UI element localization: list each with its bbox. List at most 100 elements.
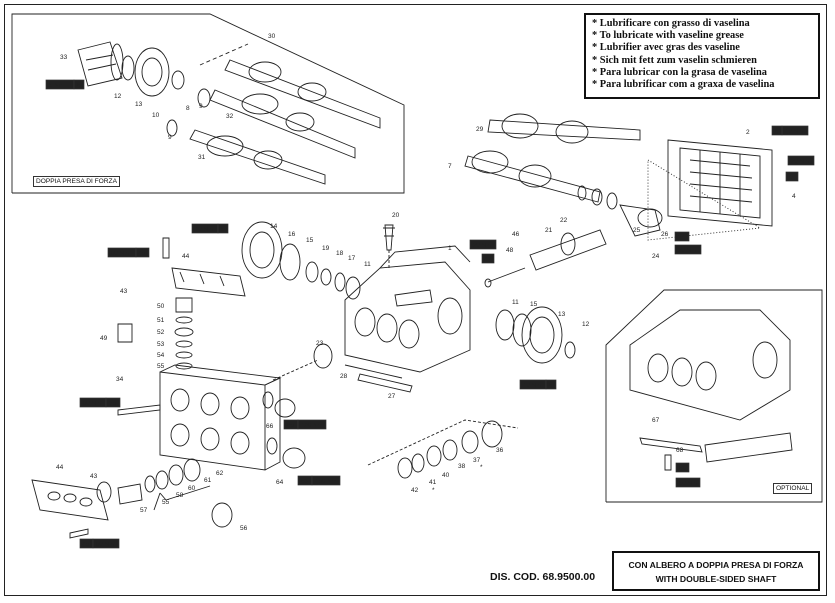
- svg-text:24: 24: [678, 234, 685, 241]
- svg-text:58: 58: [176, 492, 184, 499]
- svg-text:47: 47: [484, 256, 491, 263]
- svg-text:6: 6: [549, 382, 553, 389]
- crankshaft-7: [464, 150, 601, 203]
- svg-text:43: 43: [120, 288, 128, 295]
- manifold-plate-44-bottom: [31, 479, 109, 521]
- svg-text:40: 40: [442, 472, 450, 479]
- svg-text:44: 44: [182, 253, 190, 260]
- svg-text:8: 8: [186, 105, 190, 112]
- svg-text:120 Nm: 120 Nm: [301, 422, 323, 429]
- note-es: * Para lubricar con la grasa de vaselina: [592, 66, 767, 78]
- svg-text:61: 61: [204, 477, 212, 484]
- svg-text:21: 21: [545, 227, 553, 234]
- svg-text:11: 11: [364, 261, 371, 268]
- note-it: * Lubrificare con grasso di vaselina: [592, 18, 750, 29]
- svg-text:24: 24: [652, 253, 660, 260]
- inset-optional-border: [605, 289, 823, 503]
- svg-text:65: 65: [287, 422, 294, 429]
- svg-text:20 Nm: 20 Nm: [678, 247, 696, 254]
- svg-text:64: 64: [276, 479, 284, 486]
- svg-text:80 Nm: 80 Nm: [111, 250, 129, 257]
- svg-text:53: 53: [157, 341, 165, 348]
- manifold-plate-44-top: [171, 267, 246, 297]
- bearing-cover-14: [241, 221, 283, 279]
- svg-text:51: 51: [157, 317, 165, 324]
- cover-33: [77, 41, 124, 87]
- svg-text:44: 44: [56, 464, 64, 471]
- caption-line-1: CON ALBERO A DOPPIA PRESA DI FORZA: [628, 560, 804, 570]
- bolt-35: [117, 404, 161, 416]
- svg-text:22: 22: [560, 217, 568, 224]
- valve-assembly-57: [117, 483, 143, 505]
- svg-text:33: 33: [60, 54, 68, 61]
- svg-text:26: 26: [661, 231, 669, 238]
- svg-text:49: 49: [100, 335, 108, 342]
- svg-text:68: 68: [679, 465, 686, 472]
- svg-text:19: 19: [322, 245, 330, 252]
- svg-text:11: 11: [512, 299, 519, 306]
- svg-text:25: 25: [633, 227, 641, 234]
- svg-text:3: 3: [790, 174, 794, 181]
- svg-text:12: 12: [114, 93, 122, 100]
- drawing-code: DIS. COD. 68.9500.00: [490, 571, 596, 583]
- plug-63: [282, 447, 306, 469]
- svg-text:13: 13: [558, 311, 566, 318]
- shaft-32: [209, 89, 356, 159]
- valve-stack-50-55: [174, 297, 194, 370]
- svg-text:41: 41: [429, 479, 437, 486]
- svg-text:150 Nm: 150 Nm: [315, 478, 337, 485]
- lubrication-notes: * Lubrificare con grasso di vaselina * T…: [584, 13, 820, 99]
- svg-text:6: 6: [775, 128, 779, 135]
- svg-text:55: 55: [157, 363, 165, 370]
- rear-cover-2: [667, 139, 773, 227]
- svg-text:30: 30: [268, 33, 276, 40]
- svg-text:15: 15: [530, 301, 538, 308]
- svg-text:9: 9: [168, 134, 172, 141]
- optional-bracket: [704, 432, 793, 463]
- svg-text:17: 17: [348, 255, 356, 262]
- optional-rail-67: [639, 437, 703, 453]
- svg-text:38: 38: [458, 463, 466, 470]
- svg-text:7: 7: [448, 163, 452, 170]
- svg-text:50: 50: [157, 303, 165, 310]
- svg-text:10: 10: [152, 112, 160, 119]
- svg-text:45: 45: [138, 250, 145, 257]
- svg-text:55: 55: [162, 499, 170, 506]
- svg-text:42: 42: [411, 487, 419, 494]
- inset-label-optional: OPTIONAL: [773, 483, 813, 494]
- shaft-31: [189, 129, 326, 185]
- svg-text:9: 9: [199, 103, 203, 110]
- svg-text:36: 36: [496, 447, 504, 454]
- svg-text:2: 2: [746, 129, 750, 136]
- svg-text:50 Nm: 50 Nm: [679, 480, 697, 487]
- valve-56: [211, 502, 233, 528]
- optional-crankcase: [629, 309, 791, 421]
- svg-text:20: 20: [392, 212, 400, 219]
- svg-text:54: 54: [157, 352, 165, 359]
- bearing-cover-13-right: [521, 306, 563, 364]
- oil-dipstick-20: [383, 224, 395, 251]
- note-fr: * Lubrifier avec gras des vaseline: [592, 42, 740, 54]
- svg-text:52: 52: [157, 329, 165, 336]
- connecting-rod-25: [619, 204, 663, 237]
- svg-text:*: *: [480, 464, 483, 471]
- svg-text:34: 34: [116, 376, 124, 383]
- caption-line-2: WITH DOUBLE-SIDED SHAFT: [655, 574, 777, 584]
- bolt-45-top: [162, 237, 170, 259]
- note-en: * To lubricate with vaseline grease: [592, 30, 744, 42]
- svg-text:35: 35: [109, 400, 116, 407]
- svg-text:46: 46: [512, 231, 520, 238]
- svg-text:27: 27: [388, 393, 396, 400]
- svg-text:45: 45: [82, 541, 89, 548]
- svg-text:37: 37: [473, 457, 481, 464]
- svg-text:13: 13: [135, 101, 143, 108]
- svg-text:28: 28: [340, 373, 348, 380]
- svg-text:63: 63: [301, 478, 308, 485]
- svg-text:20 Nm: 20 Nm: [473, 242, 491, 249]
- svg-text:80 Nm: 80 Nm: [96, 541, 114, 548]
- svg-text:10 Nm: 10 Nm: [195, 226, 213, 233]
- shaft-30: [224, 59, 381, 129]
